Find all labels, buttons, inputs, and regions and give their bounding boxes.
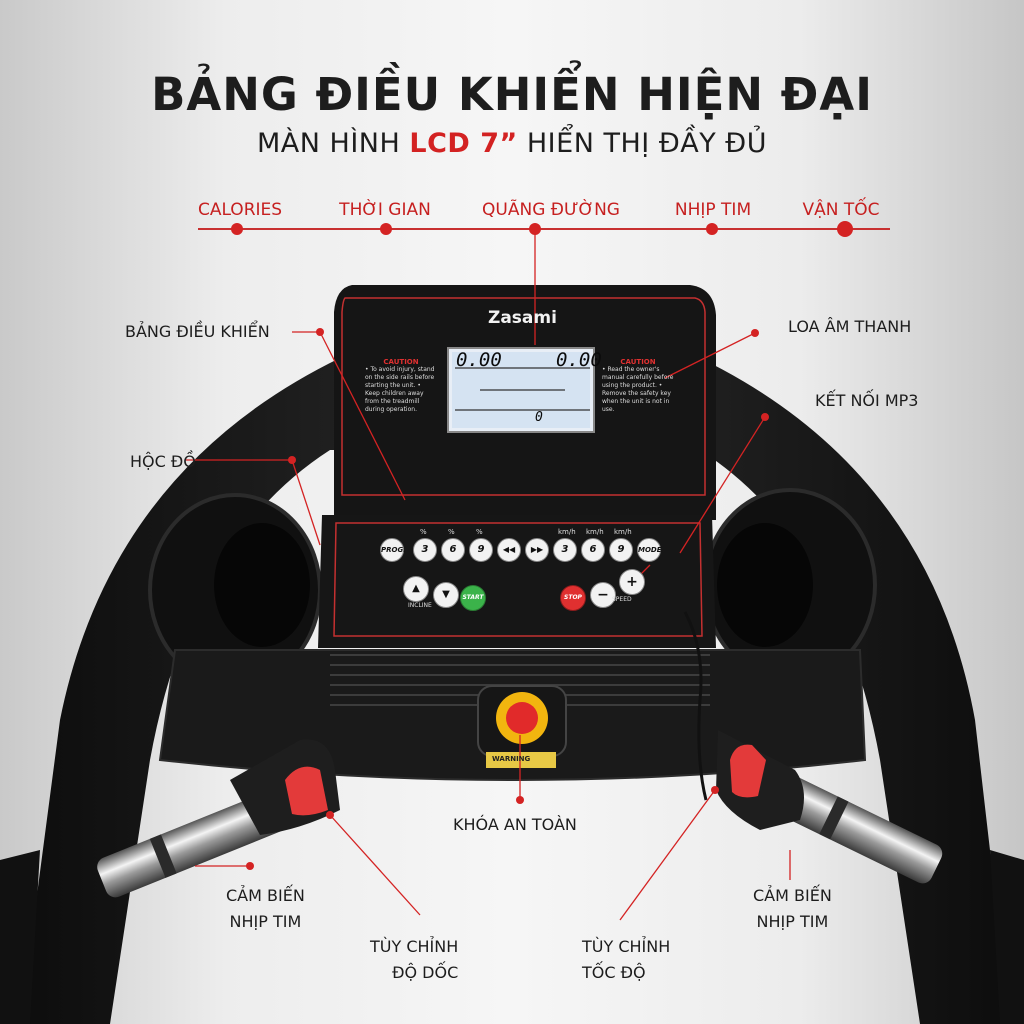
metric-distance-label: QUÃNG ĐƯỜNG xyxy=(482,200,620,220)
lcd-bottom-value: 0 xyxy=(535,410,543,425)
metric-distance-dot xyxy=(529,223,541,235)
dot-mp3 xyxy=(761,413,769,421)
metric-time-dot xyxy=(380,223,392,235)
prog-button[interactable]: PROG. xyxy=(380,538,406,562)
dot-storage xyxy=(288,456,296,464)
subtitle-pre: MÀN HÌNH xyxy=(257,128,401,159)
incline-label: INCLINE xyxy=(408,602,432,609)
callout-speed-line1: TÙY CHỈNH xyxy=(582,937,671,956)
pct-unit-1: % xyxy=(420,528,427,536)
pct-unit-2: % xyxy=(448,528,455,536)
speed-6-button[interactable]: 6 xyxy=(581,538,605,562)
kmh-unit-2: km/h xyxy=(586,528,604,536)
caution-right: CAUTION • Read the owner's manual carefu… xyxy=(602,358,674,414)
metric-heartrate-label: NHỊP TIM xyxy=(674,200,752,220)
mode-button[interactable]: MODE xyxy=(637,538,662,562)
forward-button[interactable]: ▶▶ xyxy=(525,538,549,562)
callout-speed-line2: TỐC ĐỘ xyxy=(582,963,646,982)
metric-speed-dot xyxy=(837,221,853,237)
dot-control-panel xyxy=(316,328,324,336)
caution-right-title: CAUTION xyxy=(620,358,656,366)
caution-left-title: CAUTION xyxy=(383,358,419,366)
stop-button[interactable]: STOP xyxy=(560,585,586,611)
speed-9-button[interactable]: 9 xyxy=(609,538,633,562)
speed-up-button[interactable]: + xyxy=(619,569,645,595)
incline-up-button[interactable]: ▲ xyxy=(403,576,429,602)
metrics-line xyxy=(198,228,890,230)
rewind-button[interactable]: ◀◀ xyxy=(497,538,521,562)
safety-key-warning: WARNING xyxy=(492,755,531,763)
callout-hr-sensor-left: CẢM BIẾN NHỊP TIM xyxy=(226,883,305,935)
subtitle-highlight: LCD 7” xyxy=(409,128,518,159)
callout-incline-adjust: TÙY CHỈNH ĐỘ DỐC xyxy=(370,934,458,986)
callout-storage: HỘC ĐỒ xyxy=(130,452,196,471)
dot-speed xyxy=(711,786,719,794)
lcd-left-value: 0.00 xyxy=(456,349,502,371)
incline-3-button[interactable]: 3 xyxy=(413,538,437,562)
dot-speaker xyxy=(751,329,759,337)
kmh-unit-3: km/h xyxy=(614,528,632,536)
chevron-up-icon: ▲ xyxy=(412,583,420,594)
callout-safety-key: KHÓA AN TOÀN xyxy=(453,815,577,834)
callout-speed-adjust: TÙY CHỈNH TỐC ĐỘ xyxy=(582,934,670,986)
callout-hr-sensor-right: CẢM BIẾN NHỊP TIM xyxy=(753,883,832,935)
chevron-down-icon: ▼ xyxy=(442,589,450,600)
kmh-unit-1: km/h xyxy=(558,528,576,536)
callout-hr-right-line1: CẢM BIẾN xyxy=(753,886,832,905)
lcd-right-value: 0.00 xyxy=(556,349,602,371)
start-button[interactable]: START xyxy=(460,585,486,611)
speed-down-button[interactable]: − xyxy=(590,582,616,608)
callout-speaker: LOA ÂM THANH xyxy=(788,317,912,336)
speed-label: SPEED xyxy=(612,596,632,603)
callout-incline-line1: TÙY CHỈNH xyxy=(370,937,459,956)
caution-left-text: • To avoid injury, stand on the side rai… xyxy=(365,366,435,413)
metric-calories-label: CALORIES xyxy=(197,200,283,220)
callout-incline-line2: ĐỘ DỐC xyxy=(392,963,459,982)
callout-control-panel: BẢNG ĐIỀU KHIỂN xyxy=(125,322,270,341)
incline-9-button[interactable]: 9 xyxy=(469,538,493,562)
metric-time-label: THỜI GIAN xyxy=(339,200,431,220)
incline-6-button[interactable]: 6 xyxy=(441,538,465,562)
subtitle-post: HIỂN THỊ ĐẦY ĐỦ xyxy=(526,128,767,159)
metric-calories-dot xyxy=(231,223,243,235)
pct-unit-3: % xyxy=(476,528,483,536)
caution-right-text: • Read the owner's manual carefully befo… xyxy=(602,366,674,413)
console-brand: Zasami xyxy=(488,308,557,328)
callout-hr-left-line2: NHỊP TIM xyxy=(229,912,302,931)
speed-3-button[interactable]: 3 xyxy=(553,538,577,562)
page-subtitle: MÀN HÌNH LCD 7” HIỂN THỊ ĐẦY ĐỦ xyxy=(0,128,1024,159)
dot-incline xyxy=(326,811,334,819)
caution-left: CAUTION • To avoid injury, stand on the … xyxy=(365,358,437,414)
dot-safety-key xyxy=(516,796,524,804)
callout-hr-right-line2: NHỊP TIM xyxy=(756,912,829,931)
page-title: BẢNG ĐIỀU KHIỂN HIỆN ĐẠI xyxy=(151,68,873,121)
metric-speed-label: VẬN TỐC xyxy=(802,200,880,220)
metric-heartrate-dot xyxy=(706,223,718,235)
incline-down-button[interactable]: ▼ xyxy=(433,582,459,608)
callout-hr-left-line1: CẢM BIẾN xyxy=(226,886,305,905)
callout-mp3: KẾT NỐI MP3 xyxy=(815,391,919,410)
dot-hr-left xyxy=(246,862,254,870)
